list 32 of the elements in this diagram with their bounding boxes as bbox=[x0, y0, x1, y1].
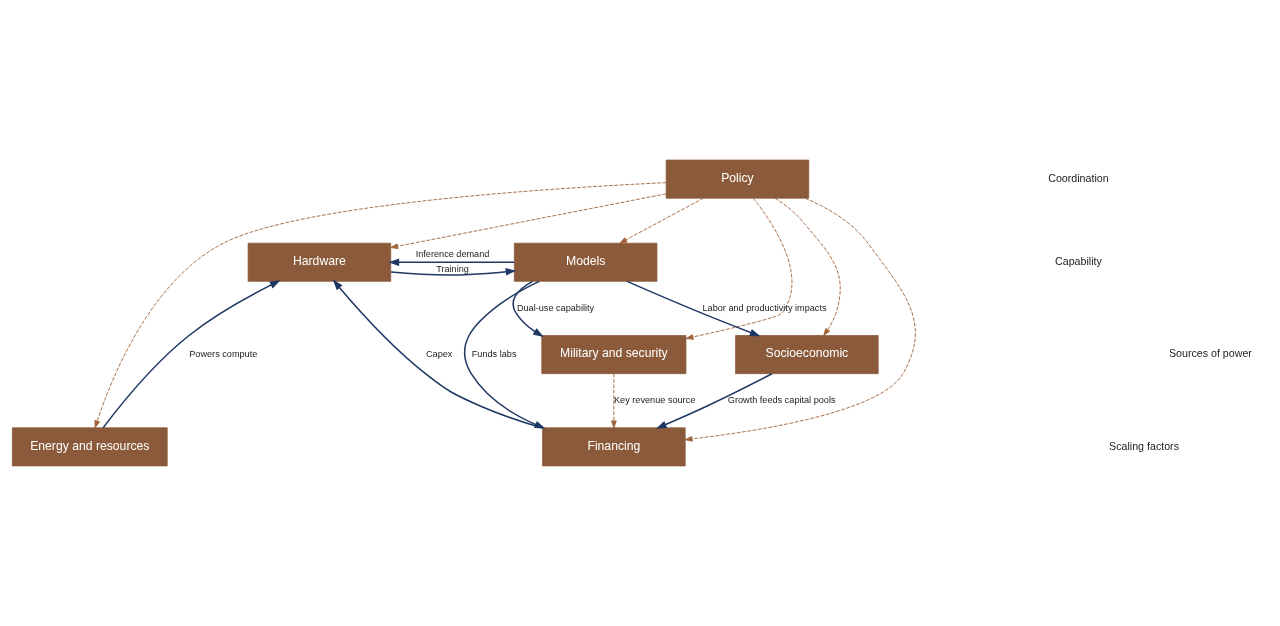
node-box: Socioeconomic bbox=[735, 335, 879, 375]
edge-label: Key revenue source bbox=[614, 395, 696, 406]
label: Scaling factors bbox=[1109, 439, 1179, 452]
arrow bbox=[611, 373, 617, 429]
label: Capability bbox=[1055, 255, 1102, 268]
node-box: Models bbox=[513, 242, 658, 282]
arrow bbox=[774, 197, 841, 336]
arrow bbox=[512, 280, 544, 337]
arrow bbox=[685, 197, 793, 340]
node-box: Policy bbox=[665, 159, 810, 199]
arrow bbox=[684, 197, 916, 442]
arrow bbox=[626, 280, 761, 337]
node-box: Financing bbox=[542, 427, 686, 467]
arrow bbox=[655, 372, 773, 429]
node-box: Hardware bbox=[247, 242, 392, 282]
arrow bbox=[390, 268, 517, 276]
arrow bbox=[619, 197, 704, 244]
edge-label: Dual-use capability bbox=[516, 302, 595, 313]
label: Sources of power bbox=[1168, 347, 1252, 360]
arrow bbox=[388, 258, 515, 266]
edge-label: Capex bbox=[425, 348, 453, 359]
node-box: Military and security bbox=[541, 335, 687, 375]
edge-label: Funds labs bbox=[471, 348, 517, 359]
edge-label: Growth feeds capital pools bbox=[727, 395, 836, 406]
node-box: Energy and resources bbox=[12, 427, 168, 467]
arrow bbox=[390, 193, 667, 250]
arrow bbox=[102, 280, 281, 429]
edge-label: Training bbox=[436, 263, 469, 274]
edge-label: Powers compute bbox=[189, 348, 258, 359]
edge-label: Inference demand bbox=[415, 249, 490, 260]
label: Coordination bbox=[1048, 171, 1109, 184]
edge-label: Labor and productivity impacts bbox=[702, 302, 827, 313]
